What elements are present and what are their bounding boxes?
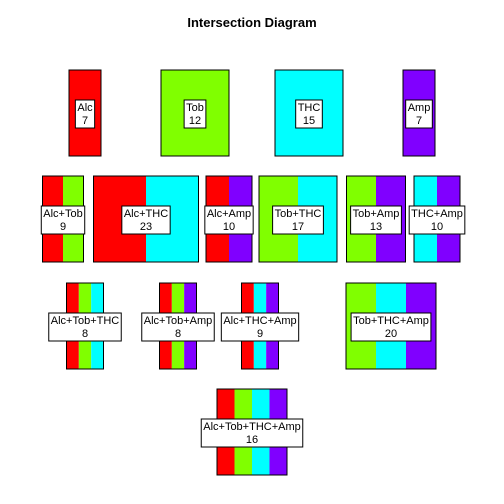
cell-count: 8 <box>82 328 88 340</box>
label-box <box>40 205 86 235</box>
cell-border <box>402 69 436 157</box>
cell-count: 9 <box>257 328 263 340</box>
cell-label: Alc <box>77 102 93 114</box>
label-box <box>183 99 207 129</box>
cell-border <box>258 175 338 263</box>
cell-border <box>274 69 344 157</box>
label-box <box>121 205 171 235</box>
cell-count: 12 <box>189 115 201 127</box>
label-box <box>408 205 466 235</box>
cell-count: 17 <box>292 221 304 233</box>
label-box <box>74 99 96 129</box>
cell-count: 15 <box>303 115 315 127</box>
cell-count: 8 <box>175 328 181 340</box>
cell-label: Alc+Tob+Amp <box>144 315 212 327</box>
label-box <box>220 312 300 342</box>
cell-count: 7 <box>82 115 88 127</box>
cell-count: 13 <box>370 221 382 233</box>
cell-label: Alc+Tob <box>43 208 82 220</box>
label-box <box>48 312 122 342</box>
cell-count: 23 <box>140 221 152 233</box>
label-box <box>350 312 432 342</box>
cell-label: Tob+THC+Amp <box>353 315 429 327</box>
label-box <box>204 205 254 235</box>
cell-border <box>346 175 406 263</box>
cell-label: Tob+THC <box>275 208 322 220</box>
label-box <box>350 205 402 235</box>
cell-label: Alc+THC+Amp <box>223 315 296 327</box>
label-box <box>405 99 433 129</box>
cell-border <box>93 175 199 263</box>
cell-count: 10 <box>223 221 235 233</box>
cell-border <box>68 69 102 157</box>
cell-label: Amp <box>408 102 431 114</box>
diagram-title: Intersection Diagram <box>187 15 316 30</box>
cell-label: THC <box>298 102 321 114</box>
label-box <box>272 205 324 235</box>
cell-label: Alc+Amp <box>207 208 251 220</box>
cell-count: 7 <box>416 115 422 127</box>
cell-label: Alc+Tob+THC+Amp <box>203 421 301 433</box>
cell-count: 9 <box>60 221 66 233</box>
cell-label: Tob+Amp <box>353 208 400 220</box>
cell-count: 16 <box>246 434 258 446</box>
label-box <box>295 99 323 129</box>
cell-border <box>160 69 230 157</box>
cell-label: Alc+Tob+THC <box>51 315 120 327</box>
cell-count: 20 <box>385 328 397 340</box>
label-box <box>141 312 215 342</box>
cell-label: THC+Amp <box>411 208 463 220</box>
cell-count: 10 <box>431 221 443 233</box>
cell-border <box>345 282 437 370</box>
cell-label: Tob <box>186 102 204 114</box>
cell-label: Alc+THC <box>124 208 168 220</box>
label-box <box>200 418 304 448</box>
